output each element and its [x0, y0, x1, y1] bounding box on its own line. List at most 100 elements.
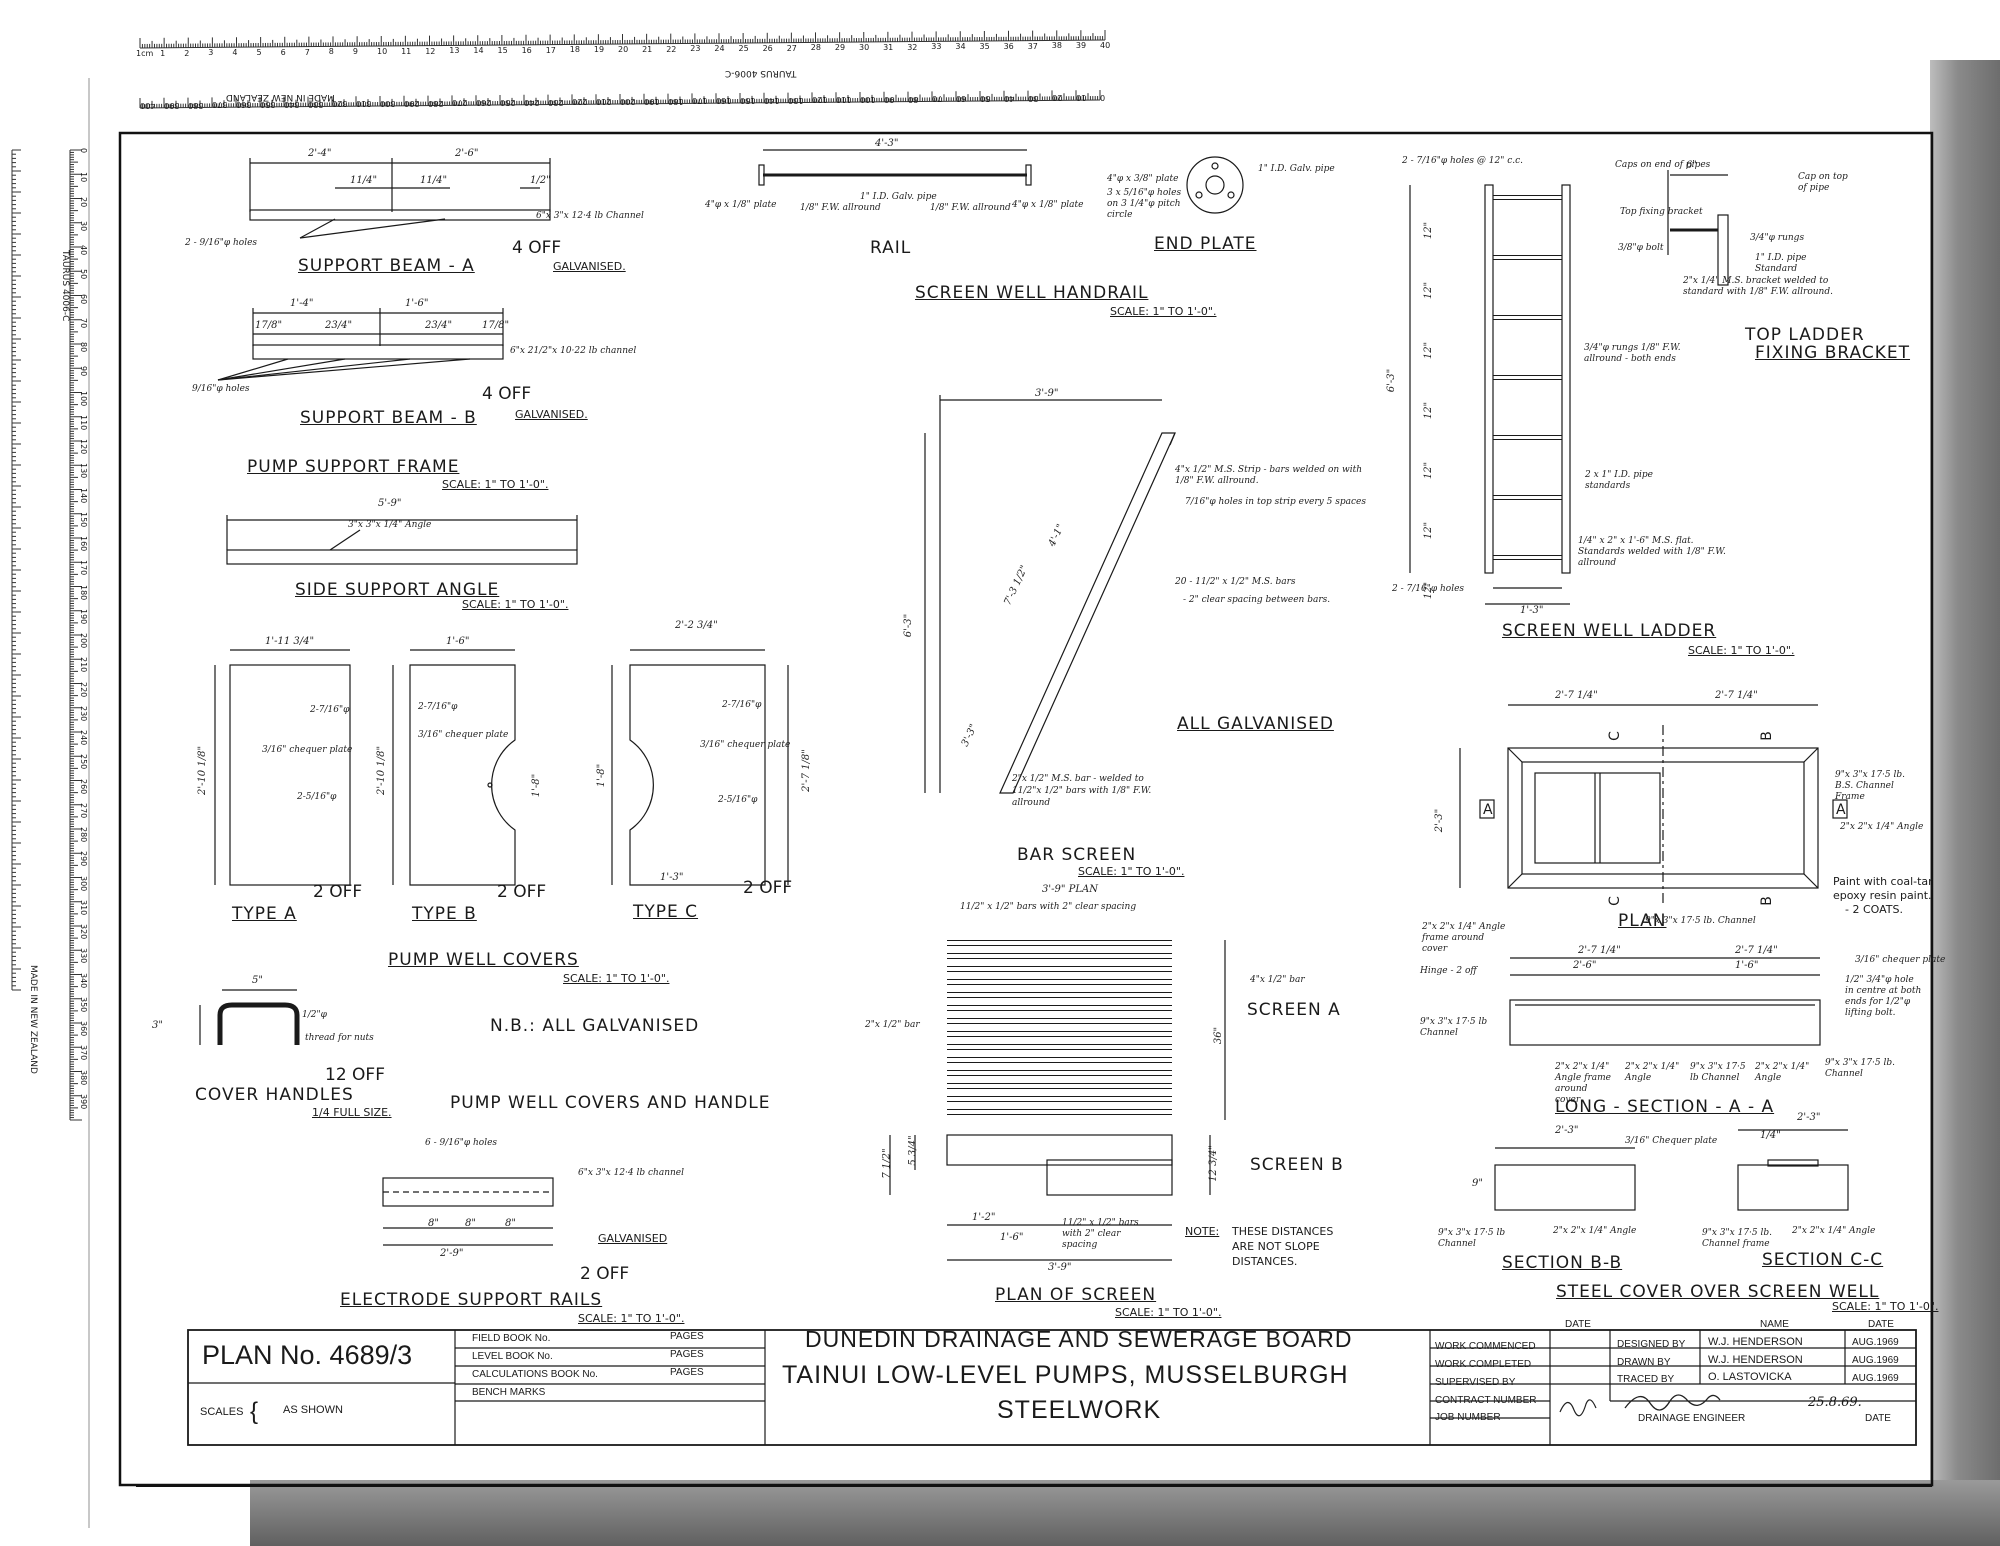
electrode-scale: SCALE: 1" TO 1'-0".	[578, 1312, 685, 1325]
rail-note-plate-left: 4"φ x 1/8" plate	[705, 200, 777, 210]
ruler-top-cm-label: 16	[521, 45, 532, 55]
ruler-left-mm-label: 320	[79, 924, 88, 940]
ruler-top-cm-label: 31	[883, 42, 894, 52]
ruler-left-mm-label: 140	[79, 487, 88, 503]
rail-note-plate-right: 4"φ x 1/8" plate	[1012, 200, 1084, 210]
ruler-top-mm-label: 160	[716, 96, 732, 106]
type-b-title: TYPE B	[412, 904, 477, 924]
traced-by-name: O. LASTOVICKA	[1708, 1371, 1792, 1383]
beam-b-dim-2: 1'-6"	[405, 298, 429, 309]
ruler-top-cm-label: 5	[256, 48, 262, 57]
ruler-top-cm-label: 36	[1003, 41, 1014, 51]
pump-support-frame-scale: SCALE: 1" TO 1'-0".	[442, 478, 549, 491]
ruler-top-mm-label: 220	[572, 97, 588, 107]
scanner-shadow-bottom	[250, 1480, 2000, 1546]
nb-all-galvanised: N.B.: ALL GALVANISED	[490, 1016, 700, 1036]
plan-of-screen-scale: SCALE: 1" TO 1'-0".	[1115, 1306, 1222, 1319]
work-completed: WORK COMPLETED	[1435, 1359, 1532, 1370]
designed-by-date: AUG.1969	[1852, 1337, 1899, 1348]
plan-number: PLAN No. 4689/3	[202, 1340, 413, 1370]
ruler-top-cm-label: 14	[473, 46, 484, 56]
screen-bar	[947, 1005, 1172, 1011]
ruler-left-mm-label: 380	[79, 1069, 88, 1085]
ruler-left-mm-label: 40	[79, 245, 88, 256]
beam-b-note-channel: 6"x 21/2"x 10·22 lb channel	[510, 346, 637, 356]
mark-b-top: B	[1758, 731, 1775, 741]
long-note-angle-right: 2"x 2"x 1/4" Angle	[1755, 1062, 1810, 1083]
rail-note-fw-left: 1/8" F.W. allround	[800, 203, 881, 213]
ruler-top-cm-label: 38	[1051, 41, 1062, 51]
ruler-top-mm-label: 140	[764, 95, 780, 105]
screen-b-top	[946, 1134, 1173, 1166]
pump-well-covers-title: PUMP WELL COVERS	[388, 950, 579, 970]
type-c-note-plate: 3/16" chequer plate	[700, 740, 791, 750]
screen-bar	[947, 979, 1172, 985]
beam-b-dim-5: 23/4"	[425, 320, 453, 331]
ruler-top-mm-label: 250	[500, 98, 516, 107]
ruler-top-mm-label: 200	[620, 97, 636, 106]
bar-screen-note-bars: 20 - 11/2" x 1/2" M.S. bars	[1175, 577, 1296, 587]
long-note-angle: 2"x 2"x 1/4" Angle	[1625, 1062, 1680, 1083]
job-number: JOB NUMBER	[1435, 1412, 1501, 1423]
field-book-pages: PAGES	[670, 1331, 704, 1342]
screen-bar	[947, 1096, 1172, 1102]
bracket-note-welded: 2"x 1/4" M.S. bracket welded to standard…	[1683, 276, 1833, 297]
supervised-by: SUPERVISED BY	[1435, 1377, 1516, 1388]
ruler-top-cm-label: 24	[714, 44, 725, 54]
type-a-plate	[229, 664, 351, 886]
mark-c-top: C	[1606, 731, 1623, 741]
ruler-left-mm-label: 90	[79, 366, 88, 377]
ruler-left-mm-label: 300	[79, 875, 88, 891]
side-support-angle-shape	[226, 549, 578, 565]
ruler-top-mm-label: 190	[644, 96, 660, 106]
ruler-top-cm-label: 33	[931, 42, 942, 52]
drawn-by-name: W.J. HENDERSON	[1708, 1354, 1803, 1366]
ruler-left-mm-label: 80	[79, 342, 88, 353]
ruler-top-mm-label: 390	[164, 100, 180, 110]
section-b-note-channel: 9"x 3"x 17·5 lb Channel	[1438, 1228, 1506, 1249]
date-header: DATE	[1565, 1319, 1591, 1330]
steel-cover-title: STEEL COVER OVER SCREEN WELL	[1556, 1282, 1880, 1302]
ladder-rung	[1493, 435, 1562, 440]
ruler-left-mm-label: 50	[79, 269, 88, 280]
plan-screen-note-bars: 11/2" x 1/2" bars with 2" clear spacing	[960, 902, 1137, 912]
plan-screen-plan-dim: 3'-9" PLAN	[1042, 884, 1098, 895]
screen-bar	[947, 1044, 1172, 1050]
long-dim-4: 1'-6"	[1735, 960, 1759, 971]
ruler-left-mm-label: 310	[79, 899, 88, 916]
cover-handle-note-thread: thread for nuts	[305, 1033, 374, 1043]
screen-well-handrail-scale: SCALE: 1" TO 1'-0".	[1110, 305, 1217, 318]
drawn-by-role: DRAWN BY	[1617, 1357, 1671, 1368]
ladder-rungs	[1493, 185, 1562, 573]
screen-b-bottom	[1046, 1159, 1173, 1196]
type-c-note-hole1: 2-7/16"φ	[722, 700, 762, 710]
long-note-hinge: Hinge - 2 off	[1420, 966, 1477, 976]
bracket-note-pipe: 1" I.D. pipe Standard	[1755, 253, 1807, 274]
plan-screen-dim-3-9: 3'-9"	[1048, 1262, 1072, 1273]
section-b-note-angle: 2"x 2"x 1/4" Angle	[1553, 1226, 1637, 1236]
pump-support-frame-title: PUMP SUPPORT FRAME	[247, 457, 460, 477]
ruler-top-mm-label: 280	[428, 98, 444, 108]
bracket-pipe	[1717, 214, 1729, 286]
beam-b-title: SUPPORT BEAM - B	[300, 408, 477, 428]
ruler-top-cm-label: 18	[569, 45, 580, 55]
plan-screen-dim-1-2: 1'-2"	[972, 1212, 996, 1223]
ruler-left-mm-label: 250	[79, 754, 88, 770]
ladder-dim-height: 6'-3"	[1386, 368, 1398, 393]
ruler-top-cm-label: 34	[955, 42, 966, 52]
ruler-top-mm-label: 60	[956, 94, 967, 104]
electrode-dim-length: 2'-9"	[440, 1248, 464, 1259]
ruler-top-cm-label: 3	[208, 48, 214, 58]
long-dim-3: 2'-6"	[1573, 960, 1597, 971]
ruler-top-cm-label: 39	[1075, 41, 1087, 51]
cover-paint-1: Paint with coal-tar	[1833, 875, 1933, 888]
project-name: TAINUI LOW-LEVEL PUMPS, MUSSELBURGH	[782, 1361, 1349, 1389]
beam-a-dim-4: 11/4"	[420, 175, 448, 186]
beam-a-note-holes: 2 - 9/16"φ holes	[185, 238, 258, 248]
ruler-left-mm-label: 190	[79, 608, 88, 625]
contract-number: CONTRACT NUMBER	[1435, 1395, 1537, 1406]
ruler-top-cm-label: 26	[762, 43, 773, 53]
ruler-left-mm-label: 370	[79, 1045, 88, 1061]
type-a-note-hole1: 2-7/16"φ	[310, 705, 350, 715]
side-angle-dim: 5'-9"	[378, 498, 402, 509]
